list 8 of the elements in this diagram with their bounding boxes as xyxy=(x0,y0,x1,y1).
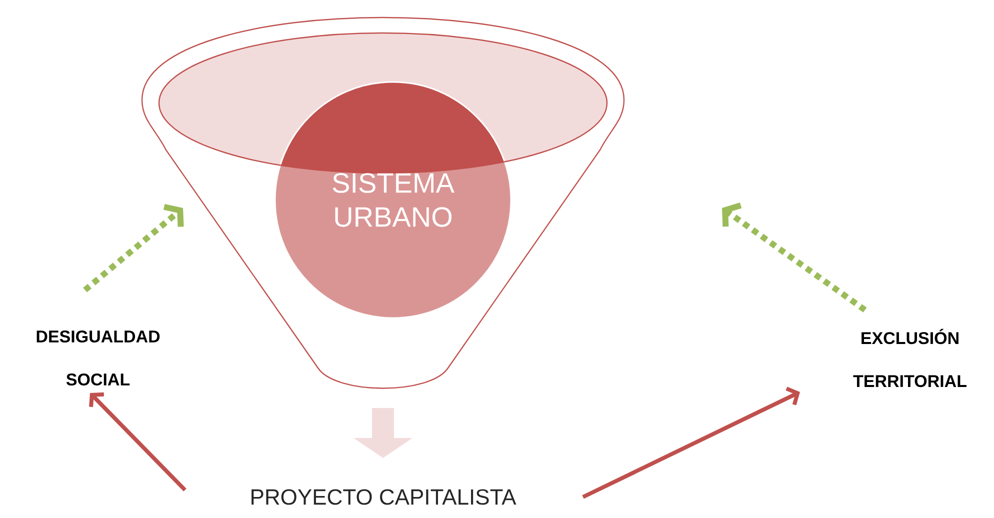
arrow xyxy=(89,392,186,492)
text-label: DESIGUALDAD SOCIAL xyxy=(36,330,160,386)
circle-label: SISTEMA URBANO xyxy=(332,173,454,227)
text-label: EXCLUSIÓN TERRITORIAL xyxy=(853,328,966,388)
arrow xyxy=(722,202,867,312)
text-label: PROYECTO CAPITALISTA xyxy=(252,489,516,505)
arrow xyxy=(83,204,184,292)
arrow xyxy=(582,386,800,499)
